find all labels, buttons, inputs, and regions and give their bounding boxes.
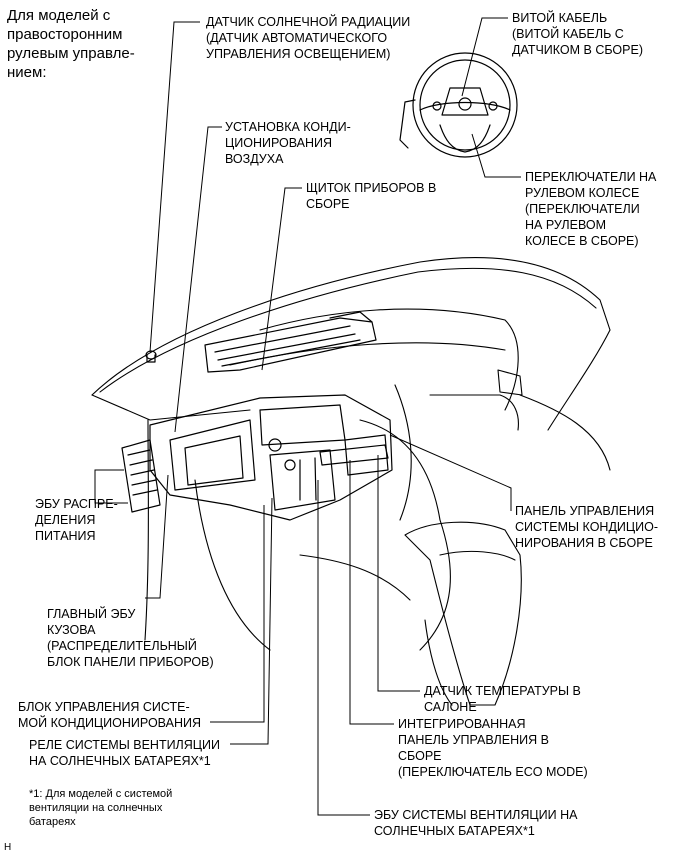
label-spiral-cable: ВИТОЙ КАБЕЛЬ (ВИТОЙ КАБЕЛЬ С ДАТЧИКОМ В …	[512, 11, 643, 57]
label-meter: ЩИТОК ПРИБОРОВ В СБОРЕ	[306, 181, 437, 211]
steering-wheel	[399, 52, 518, 158]
center-console	[404, 521, 522, 706]
label-solar-ecu: ЭБУ СИСТЕМЫ ВЕНТИЛЯЦИИ НА СОЛНЕЧНЫХ БАТА…	[374, 808, 578, 838]
label-ac-panel: ПАНЕЛЬ УПРАВЛЕНИЯ СИСТЕМЫ КОНДИЦИО- НИРО…	[515, 504, 659, 550]
label-power-dist-ecu: ЭБУ РАСПРЕ- ДЕЛЕНИЯ ПИТАНИЯ	[35, 497, 118, 543]
leader-ac-unit	[174, 126, 222, 433]
leader-room-temp	[377, 455, 420, 692]
leader-meter	[261, 187, 302, 371]
leader-ac-panel	[389, 434, 512, 511]
leader-integrated-panel	[349, 460, 394, 725]
power-dist-ecu-block	[121, 439, 161, 513]
label-room-temp: ДАТЧИК ТЕМПЕРАТУРЫ В САЛОНЕ	[424, 684, 581, 714]
label-main-body-ecu: ГЛАВНЫЙ ЭБУ КУЗОВА (РАСПРЕДЕЛИТЕЛЬНЫЙ БЛ…	[47, 607, 214, 669]
label-ac-unit: УСТАНОВКА КОНДИ- ЦИОНИРОВАНИЯ ВОЗДУХА	[225, 120, 351, 166]
leader-solar-ecu	[317, 480, 370, 816]
intro-text: Для моделей с правосторонним рулевым упр…	[7, 7, 135, 81]
leader-sun-sensor	[149, 21, 200, 353]
leader-power-dist-ecu	[94, 469, 128, 504]
dashboard-outline	[91, 257, 611, 651]
label-integrated-panel: ИНТЕГРИРОВАННАЯ ПАНЕЛЬ УПРАВЛЕНИЯ В СБОР…	[398, 717, 588, 779]
label-sun-sensor: ДАТЧИК СОЛНЕЧНОЙ РАДИАЦИИ (ДАТЧИК АВТОМА…	[206, 15, 411, 61]
label-solar-relay: РЕЛЕ СИСТЕМЫ ВЕНТИЛЯЦИИ НА СОЛНЕЧНЫХ БАТ…	[29, 738, 221, 768]
label-ac-amp: БЛОК УПРАВЛЕНИЯ СИСТЕ- МОЙ КОНДИЦИОНИРОВ…	[18, 700, 201, 730]
ac-unit-assembly	[149, 394, 393, 521]
leader-main-body-ecu	[145, 474, 169, 599]
leader-spiral-cable	[461, 17, 508, 97]
footnote: *1: Для моделей с системой вентиляции на…	[29, 788, 173, 828]
leader-steering-switch	[471, 133, 521, 178]
sun-sensor-part	[145, 350, 157, 363]
meter-cluster	[204, 311, 377, 373]
label-steering-switch: ПЕРЕКЛЮЧАТЕЛИ НА РУЛЕВОМ КОЛЕСЕ (ПЕРЕКЛЮ…	[525, 170, 657, 248]
leader-ac-amp	[210, 505, 265, 723]
figure-code: H	[4, 842, 12, 853]
leader-solar-relay	[230, 497, 273, 745]
